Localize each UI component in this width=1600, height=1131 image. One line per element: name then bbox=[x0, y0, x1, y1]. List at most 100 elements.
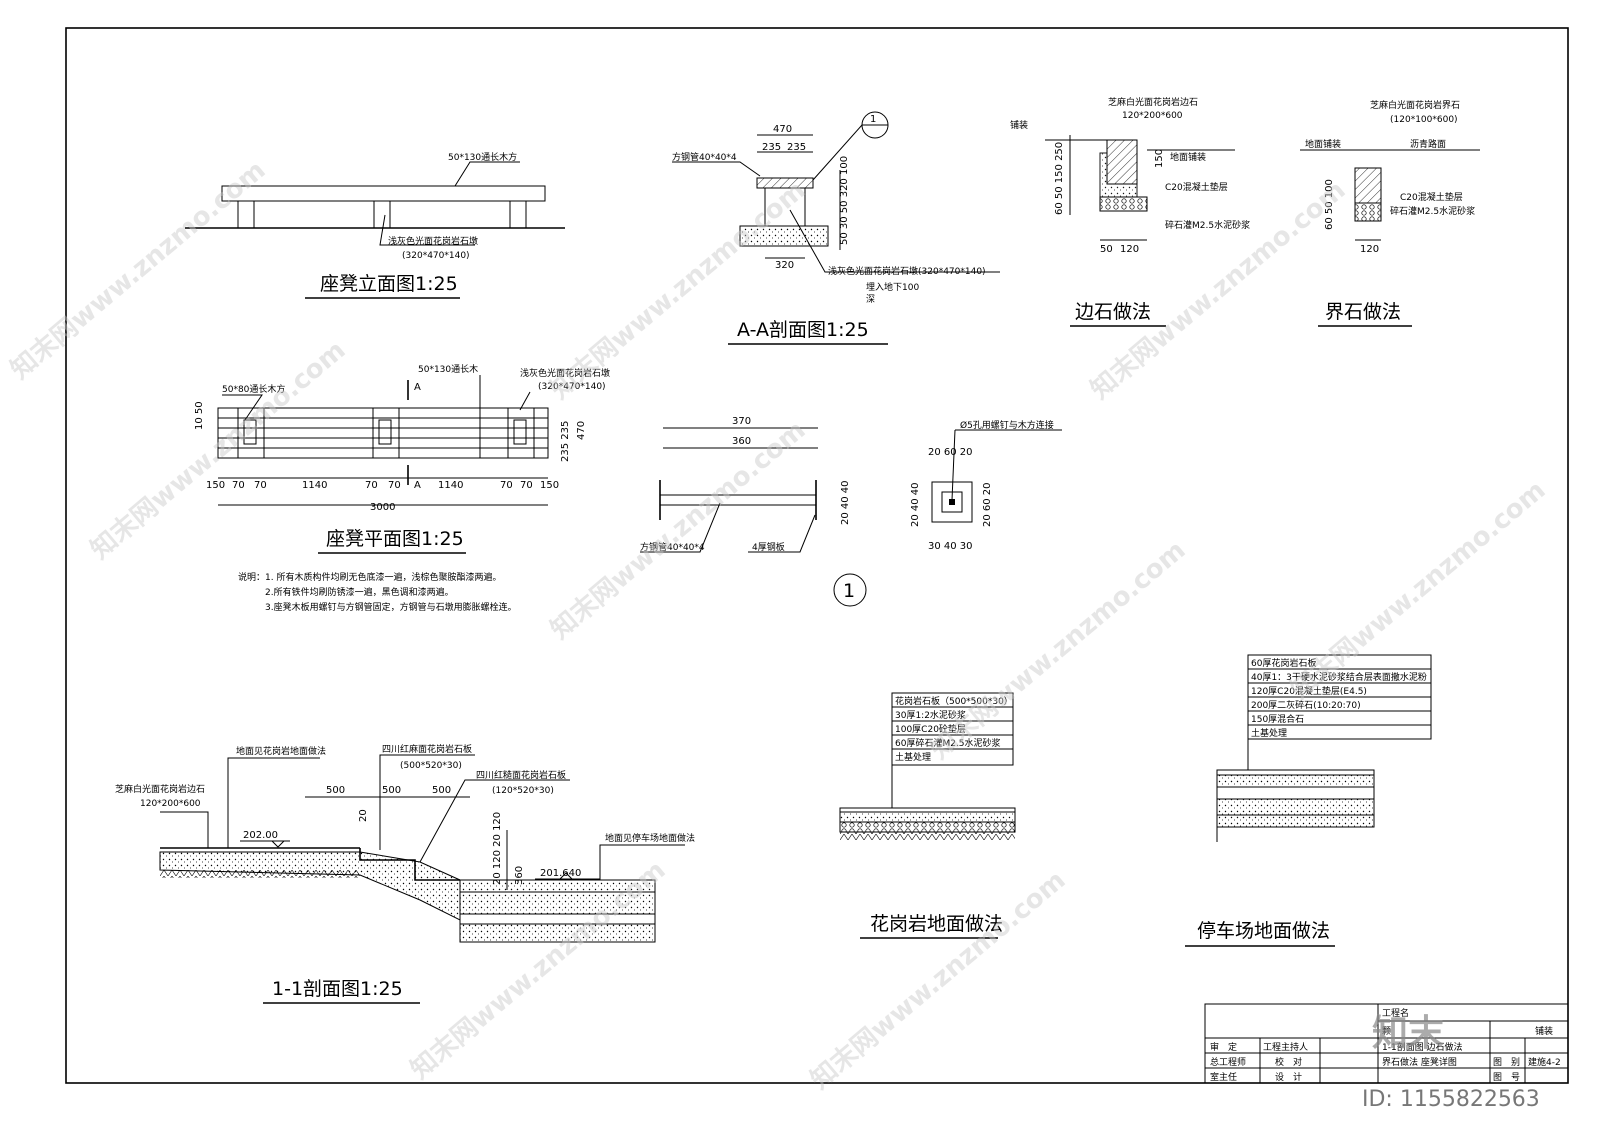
tb-drawing2: 界石做法 座凳详图 bbox=[1382, 1056, 1457, 1068]
plan-stone-label: 浅灰色光面花岗岩石墩 bbox=[520, 367, 610, 379]
granite-layer-4: 土基处理 bbox=[895, 751, 931, 763]
tb-project2: 颗 bbox=[1382, 1026, 1391, 1037]
note-2: 2.所有铁件均刷防锈漆一遍，黑色调和漆两遍。 bbox=[265, 586, 454, 598]
edge-mortar: 碎石灌M2.5水泥砂浆 bbox=[1390, 205, 1475, 217]
detail-hole-label: Ø5孔用螺钉与木方连接 bbox=[960, 419, 1054, 431]
tb-r2a: 总工程师 bbox=[1210, 1056, 1246, 1068]
note-3: 3.座凳木板用螺钉与方钢管固定，方钢管与石墩用膨胀螺栓连。 bbox=[265, 601, 517, 613]
watermark: 知末网www.znzmo.com bbox=[545, 415, 811, 645]
detail-d360: 360 bbox=[732, 436, 751, 447]
curb-vdims: 60 50 150 250 bbox=[1054, 142, 1065, 215]
detail-top-dims: 20 60 20 bbox=[928, 447, 973, 458]
parking-layer-1: 40厚1：3干硬水泥砂浆结合层表面撒水泥粉 bbox=[1251, 671, 1427, 683]
plan-dim-5: 70 bbox=[388, 480, 401, 491]
plan-right-dims: 235 235 bbox=[560, 421, 571, 462]
tb-r2b: 校 对 bbox=[1275, 1056, 1302, 1068]
detail-1: 370 360 方钢管40*40*4 4厚钢板 20 40 40 1 Ø5孔用螺… bbox=[640, 416, 1062, 607]
parking-layer-5: 土基处理 bbox=[1251, 727, 1287, 739]
note-1: 说明：1. 所有木质构件均刷无色底漆一遍，浅棕色聚胺酯漆两遍。 bbox=[238, 571, 501, 583]
granite-floor: 花岗岩石板（500*500*30） 30厚1:2水泥砂浆 100厚C20砼垫层 … bbox=[839, 692, 1016, 939]
plan-sec-a-bottom: A bbox=[414, 480, 421, 491]
s11-ground-label: 地面见花岗岩地面做法 bbox=[236, 745, 326, 757]
plan-total: 3000 bbox=[370, 502, 395, 513]
tb-project: 工程名 bbox=[1382, 1007, 1409, 1019]
tb-trailing: 铺装 bbox=[1535, 1025, 1553, 1037]
curb-d150: 150 bbox=[1154, 149, 1165, 168]
edge-stone-detail: 芝麻白光面花岗岩界石 (120*100*600) 地面铺装 沥青路面 C20混凝… bbox=[1300, 99, 1480, 327]
section-aa-title: A-A剖面图1:25 bbox=[737, 319, 869, 341]
plan-left-dims: 10 50 bbox=[194, 401, 205, 430]
aa-d235a: 235 bbox=[762, 142, 781, 153]
plan-sec-a-top: A bbox=[414, 382, 421, 393]
s11-d360: 360 bbox=[514, 866, 525, 885]
plan-dim-8: 70 bbox=[520, 480, 533, 491]
edge-asphalt: 沥青路面 bbox=[1410, 138, 1446, 150]
tb-r3b: 设 计 bbox=[1275, 1071, 1302, 1083]
edge-surface: 地面铺装 bbox=[1305, 138, 1341, 150]
plan-wood-label2: 50*130通长木 bbox=[418, 363, 478, 375]
s11-elev1: 202.00 bbox=[243, 830, 278, 841]
parking-title: 停车场地面做法 bbox=[1197, 920, 1330, 942]
plan-stone-size: (320*470*140) bbox=[538, 382, 606, 392]
aa-d320: 320 bbox=[775, 260, 794, 271]
s11-d500b: 500 bbox=[382, 785, 401, 796]
aa-stone-label: 浅灰色光面花岗岩石墩(320*470*140) bbox=[828, 265, 986, 277]
tb-r1a: 审 定 bbox=[1210, 1041, 1237, 1053]
watermark: 知末网www.znzmo.com bbox=[1285, 475, 1551, 705]
section-11: 芝麻白光面花岗岩边石 120*200*600 地面见花岗岩地面做法 四川红麻面花… bbox=[115, 743, 695, 1004]
parking-layer-3: 200厚二灰碎石(10:20:70) bbox=[1251, 699, 1361, 711]
s11-slab1-size: (500*520*30) bbox=[400, 761, 462, 771]
granite-layer-1: 30厚1:2水泥砂浆 bbox=[895, 709, 966, 721]
edge-c20: C20混凝土垫层 bbox=[1400, 191, 1463, 203]
curb-title: 边石做法 bbox=[1075, 301, 1151, 323]
detail-plate: 4厚钢板 bbox=[752, 541, 785, 553]
s11-d500a: 500 bbox=[326, 785, 345, 796]
plan-dim-row: 150 70 70 1140 70 70 1140 70 70 150 bbox=[206, 480, 559, 491]
aa-d470: 470 bbox=[773, 124, 792, 135]
watermark: 知末网www.znzmo.com bbox=[925, 535, 1191, 765]
watermark: 知末网www.znzmo.com bbox=[85, 335, 351, 565]
tb-drawing1: 1-1剖面图 边石做法 bbox=[1382, 1041, 1463, 1053]
tb-r1b: 工程主持人 bbox=[1263, 1041, 1308, 1053]
tb-cat: 图 别 bbox=[1493, 1057, 1520, 1068]
s11-d500c: 500 bbox=[432, 785, 451, 796]
plan-dim-7: 70 bbox=[500, 480, 513, 491]
aa-bury-label: 埋入地下100 bbox=[866, 281, 919, 293]
bench-elevation: 50*130通长木方 浅灰色光面花岗岩石墩 (320*470*140) 座凳立面… bbox=[185, 151, 565, 299]
plan-dim-3: 1140 bbox=[302, 480, 327, 491]
watermark: 知末网www.znzmo.com bbox=[5, 155, 271, 385]
plan-dim-0: 150 bbox=[206, 480, 225, 491]
plan-wood-label: 50*80通长木方 bbox=[222, 383, 285, 395]
bench-elevation-title: 座凳立面图1:25 bbox=[320, 273, 458, 295]
brand-logo: 知末 bbox=[1372, 1013, 1444, 1054]
bench-stone-size: (320*470*140) bbox=[402, 251, 470, 261]
s11-d20: 20 bbox=[358, 809, 369, 822]
curb-d50: 50 bbox=[1100, 244, 1113, 255]
aa-pipe-label: 方钢管40*40*4 bbox=[672, 151, 737, 163]
section-11-title: 1-1剖面图1:25 bbox=[272, 978, 403, 1000]
curb-surface: 地面铺装 bbox=[1170, 151, 1206, 163]
bench-plan-title: 座凳平面图1:25 bbox=[326, 528, 464, 550]
edge-title: 界石做法 bbox=[1325, 301, 1401, 323]
bench-plan: A A 50*80通长木方 50*130通长木 浅灰色光面花岗岩石墩 (320*… bbox=[194, 363, 610, 554]
s11-curb-size: 120*200*600 bbox=[140, 799, 201, 809]
plan-d470: 470 bbox=[576, 421, 587, 440]
tb-catv: 建施4-2 bbox=[1528, 1056, 1561, 1068]
plan-dim-2: 70 bbox=[254, 480, 267, 491]
detail-left-dims: 20 40 40 bbox=[910, 482, 921, 527]
detail-pipe: 方钢管40*40*4 bbox=[640, 541, 705, 553]
edge-d120: 120 bbox=[1360, 244, 1379, 255]
plan-dim-9: 150 bbox=[540, 480, 559, 491]
edge-top-label: 芝麻白光面花岗岩界石 bbox=[1370, 99, 1460, 111]
notes: 说明：1. 所有木质构件均刷无色底漆一遍，浅棕色聚胺酯漆两遍。 2.所有铁件均刷… bbox=[238, 571, 517, 613]
title-block: 工程名 颗 铺装 审 定 工程主持人 总工程师 校 对 室主任 设 计 1-1剖… bbox=[1204, 1003, 1569, 1084]
curb-top-size: 120*200*600 bbox=[1122, 111, 1183, 121]
s11-slab1: 四川红麻面花岗岩石板 bbox=[382, 743, 472, 755]
curb-paving: 铺装 bbox=[1010, 119, 1028, 131]
plan-dim-6: 1140 bbox=[438, 480, 463, 491]
edge-vdims: 60 50 100 bbox=[1324, 179, 1335, 230]
curb-top-label: 芝麻白光面花岗岩边石 bbox=[1108, 96, 1198, 108]
edge-top-size: (120*100*600) bbox=[1390, 115, 1458, 125]
parking-floor: 60厚花岗岩石板 40厚1：3干硬水泥砂浆结合层表面撒水泥粉 120厚C20混凝… bbox=[1185, 654, 1432, 947]
